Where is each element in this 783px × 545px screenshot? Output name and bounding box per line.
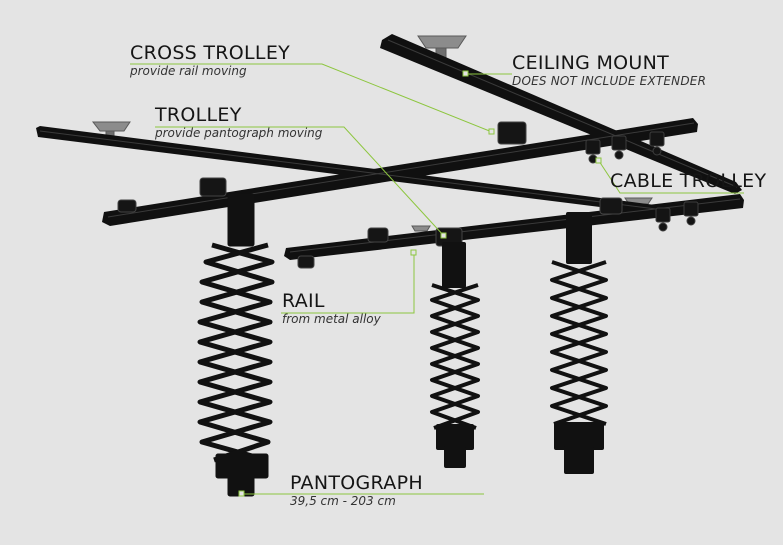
pantograph-right xyxy=(550,212,608,474)
label-rail: RAIL from metal alloy xyxy=(282,290,381,327)
label-trolley: TROLLEY provide pantograph moving xyxy=(155,104,322,141)
label-cross-trolley: CROSS TROLLEY provide rail moving xyxy=(130,42,290,79)
pantograph-left xyxy=(197,193,275,497)
ceiling-mount-title: CEILING MOUNT xyxy=(512,52,670,74)
ceiling-mount-subtitle: DOES NOT INCLUDE EXTENDER xyxy=(512,74,707,88)
label-cable-trolley: CABLE TROLLEY xyxy=(610,170,766,192)
cable-trolley-title: CABLE TROLLEY xyxy=(610,170,767,192)
leader-lines xyxy=(130,63,744,495)
trolley-subtitle: provide pantograph moving xyxy=(155,126,323,140)
rail-subtitle: from metal alloy xyxy=(282,312,381,326)
cross-trolley-subtitle: provide rail moving xyxy=(130,64,247,78)
cross-trolley-title: CROSS TROLLEY xyxy=(130,42,291,64)
pantograph-subtitle: 39,5 cm - 203 cm xyxy=(290,494,396,508)
pantograph-middle xyxy=(430,242,480,468)
trolley-title: TROLLEY xyxy=(155,104,242,126)
label-pantograph: PANTOGRAPH 39,5 cm - 203 cm xyxy=(290,472,423,509)
rail-title: RAIL xyxy=(282,290,325,312)
pantograph-title: PANTOGRAPH xyxy=(290,472,423,494)
label-ceiling-mount: CEILING MOUNT DOES NOT INCLUDE EXTENDER xyxy=(512,52,706,89)
trolley-blocks xyxy=(117,121,623,269)
leader-endpoints xyxy=(238,70,602,497)
